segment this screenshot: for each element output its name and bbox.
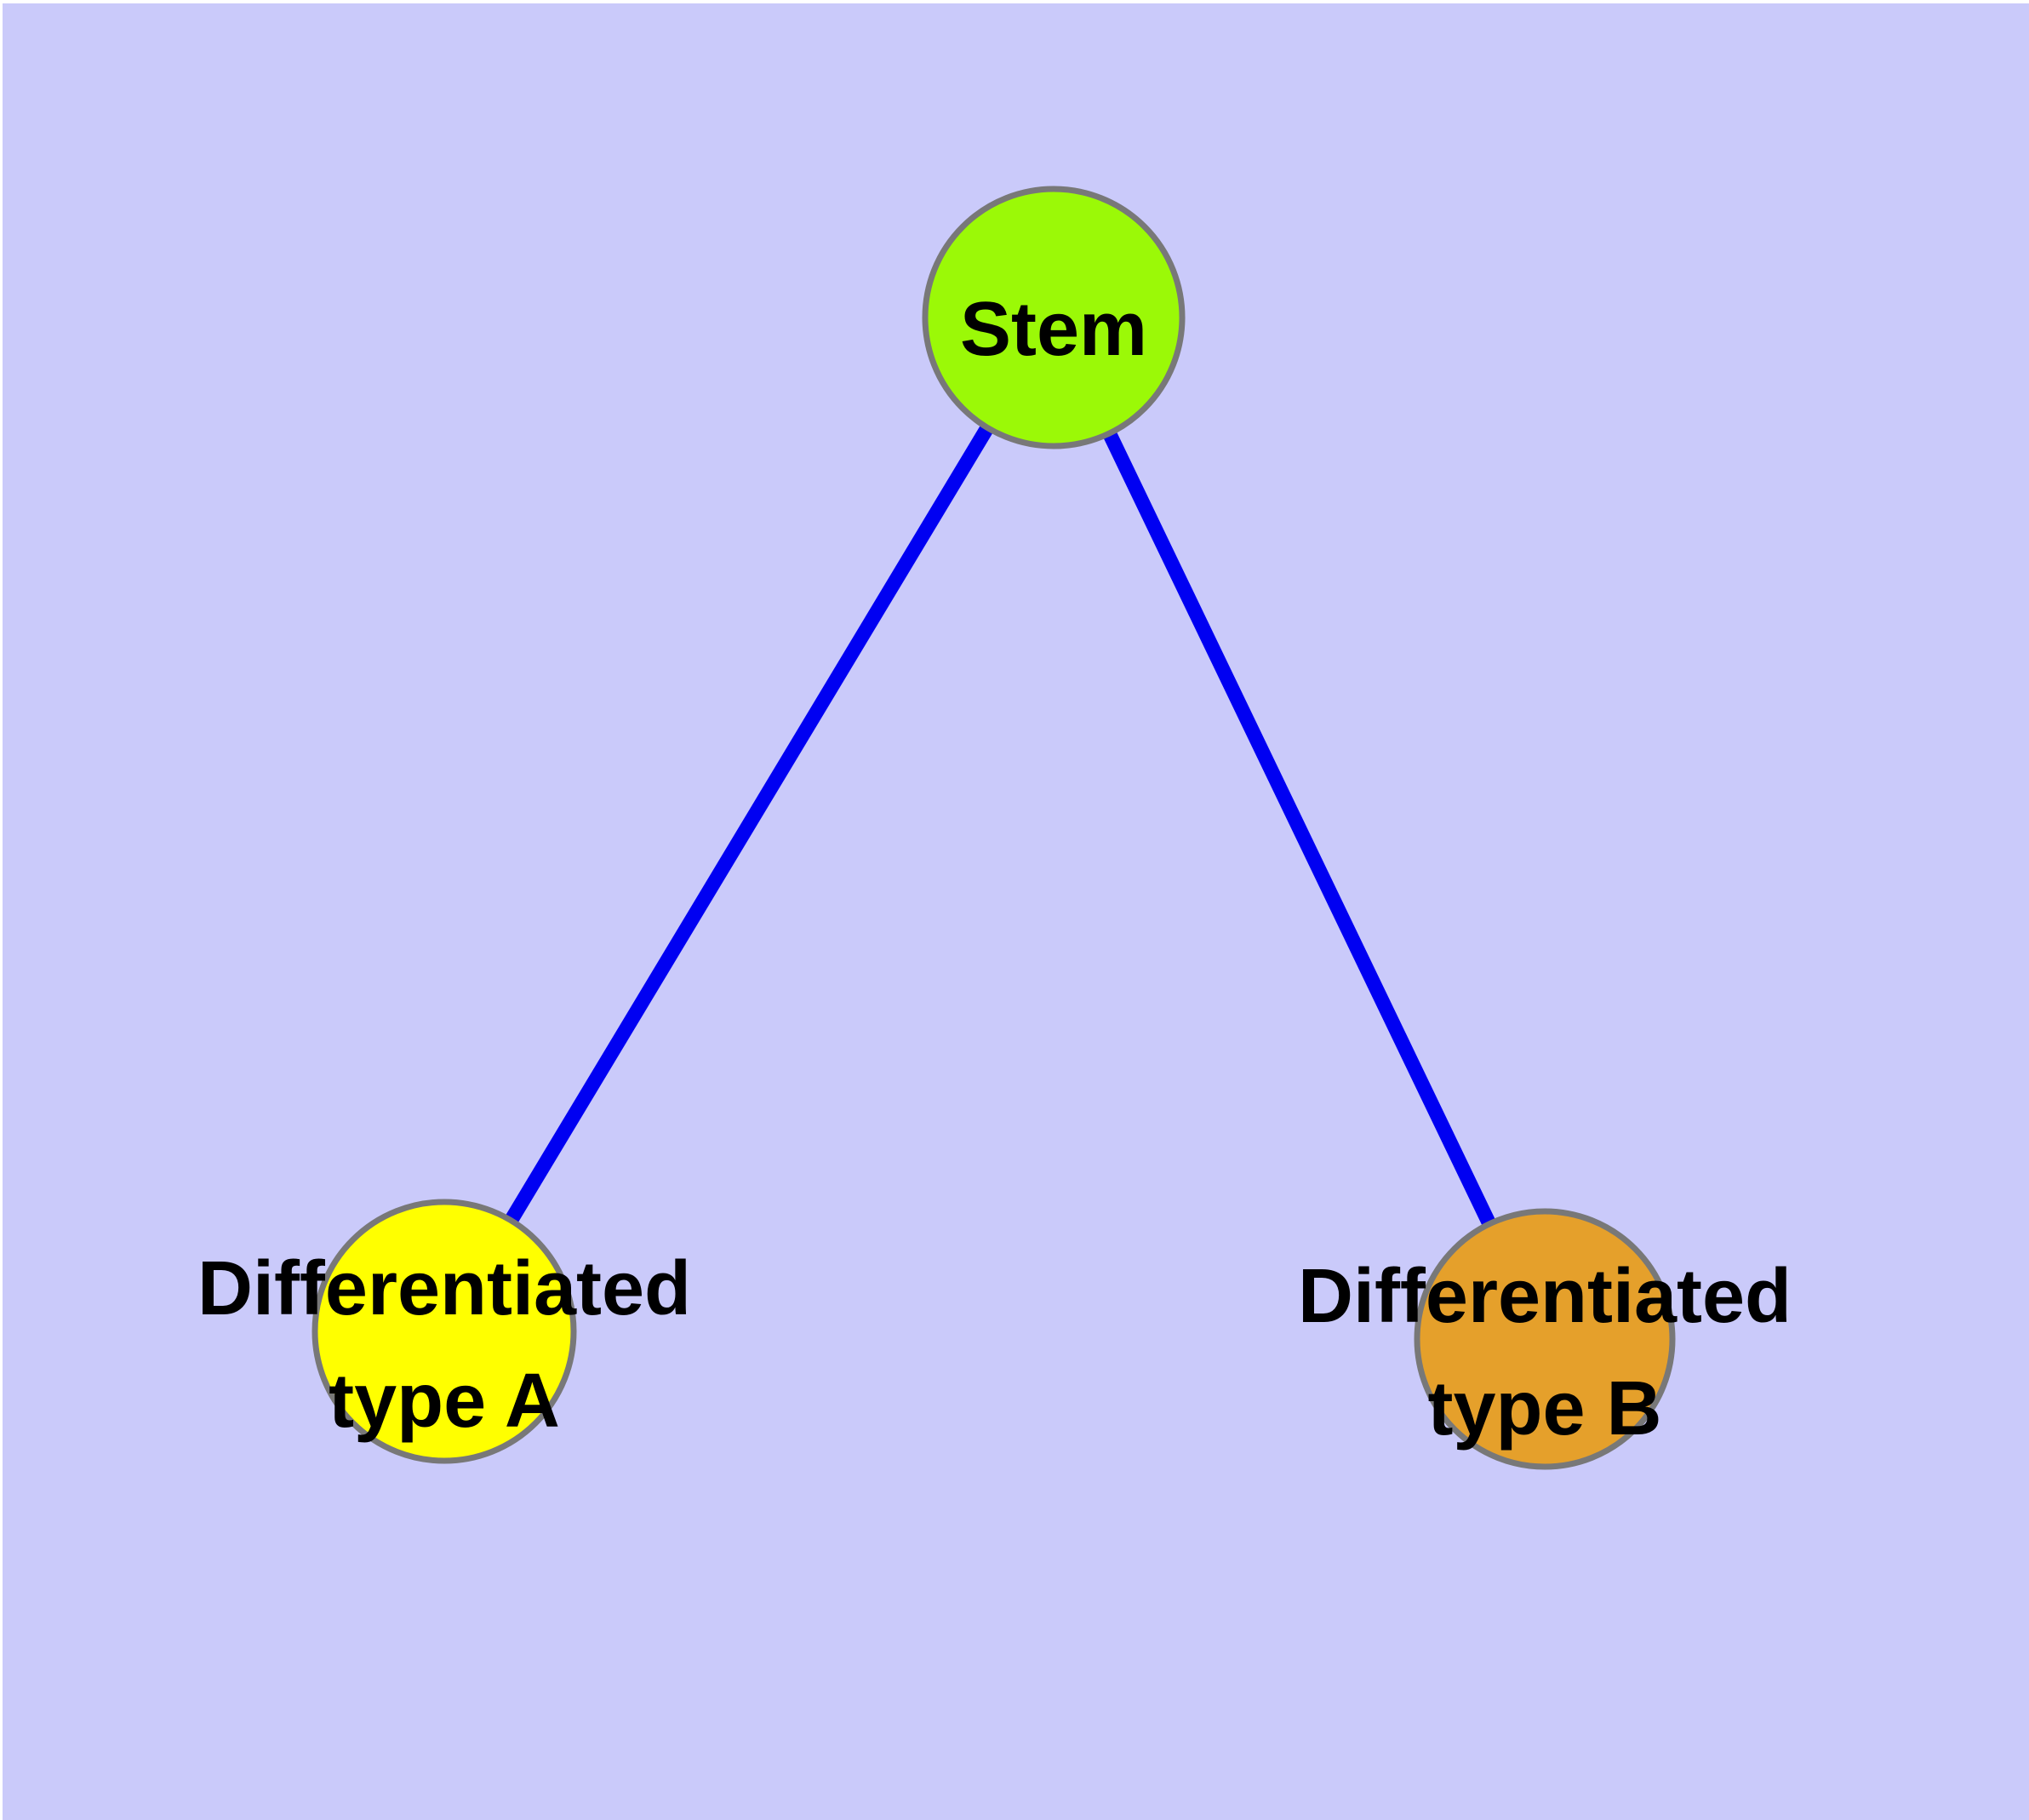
- edge-stem-to-differentiated-type-a: [437, 313, 1060, 1336]
- edge-stem-to-differentiated-type-b: [1047, 314, 1552, 1342]
- node-differentiated-type-a: [311, 1199, 577, 1464]
- node-stem: [922, 186, 1186, 449]
- node-label-stem: Stem: [960, 287, 1147, 372]
- node-label-differentiated-type-b: Differentiated type B: [1298, 1254, 1792, 1451]
- node-label-differentiated-type-a: Differentiated type A: [197, 1246, 691, 1444]
- node-differentiated-type-b: [1414, 1208, 1676, 1470]
- node-label-line: Stem: [960, 287, 1147, 372]
- node-label-line: Differentiated: [197, 1246, 691, 1331]
- node-label-line: type A: [329, 1359, 560, 1444]
- node-label-line: Differentiated: [1298, 1254, 1792, 1339]
- node-label-line: type B: [1427, 1366, 1661, 1451]
